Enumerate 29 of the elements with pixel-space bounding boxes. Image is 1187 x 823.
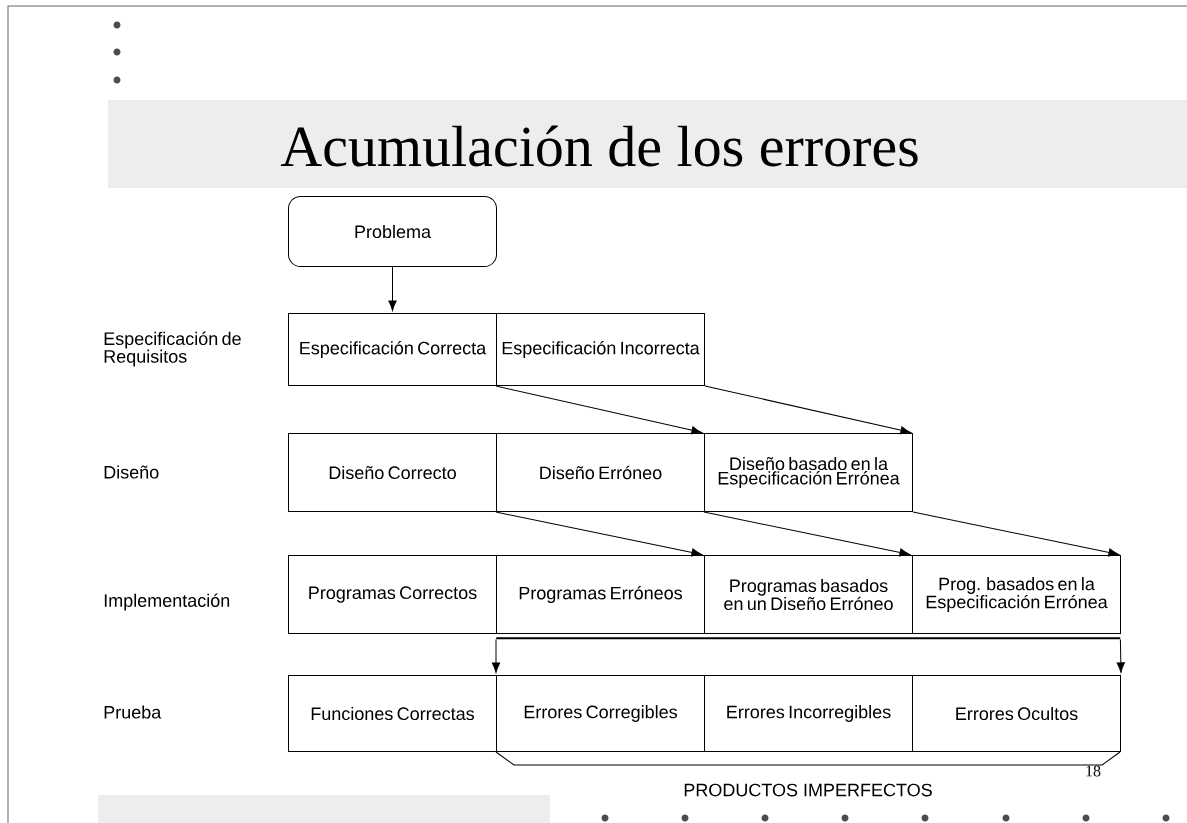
start-box: Problema	[288, 196, 497, 267]
process-box: Diseño basado en la Especificación Errónea	[704, 433, 913, 512]
process-box: Programas basados en un Diseño Erróneo	[704, 555, 913, 634]
arrow	[703, 511, 910, 557]
arrow	[495, 385, 702, 435]
arrow	[491, 638, 501, 673]
arrow	[495, 511, 702, 557]
arrow	[388, 266, 397, 311]
row-label: Diseño	[104, 465, 159, 479]
connector-bar	[496, 637, 1121, 640]
process-box: Prog. basados en la Especificación Errónea	[912, 555, 1121, 634]
process-box: Errores Ocultos	[912, 675, 1121, 752]
process-box: Errores Incorregibles	[704, 675, 913, 752]
process-box: Programas Correctos	[288, 555, 497, 634]
process-box: Funciones Correctas	[288, 675, 497, 752]
process-box: Programas Erróneos	[496, 555, 705, 634]
process-box: Diseño Erróneo	[496, 433, 705, 512]
process-box: Diseño Correcto	[288, 433, 497, 512]
arrow	[912, 511, 1119, 557]
process-box: Especificación Incorrecta	[496, 313, 705, 386]
row-label: Prueba	[104, 705, 162, 719]
process-box: Errores Corregibles	[496, 675, 705, 752]
arrow	[704, 385, 911, 435]
row-label: Especificación de Requisitos	[104, 331, 241, 367]
title: Acumulación de los errores	[280, 125, 918, 167]
bracket-label: PRODUCTOS IMPERFECTOS	[684, 783, 932, 797]
arrow	[1116, 638, 1125, 673]
row-label: Implementación	[104, 593, 230, 611]
process-box: Especificación Correcta	[288, 313, 497, 386]
